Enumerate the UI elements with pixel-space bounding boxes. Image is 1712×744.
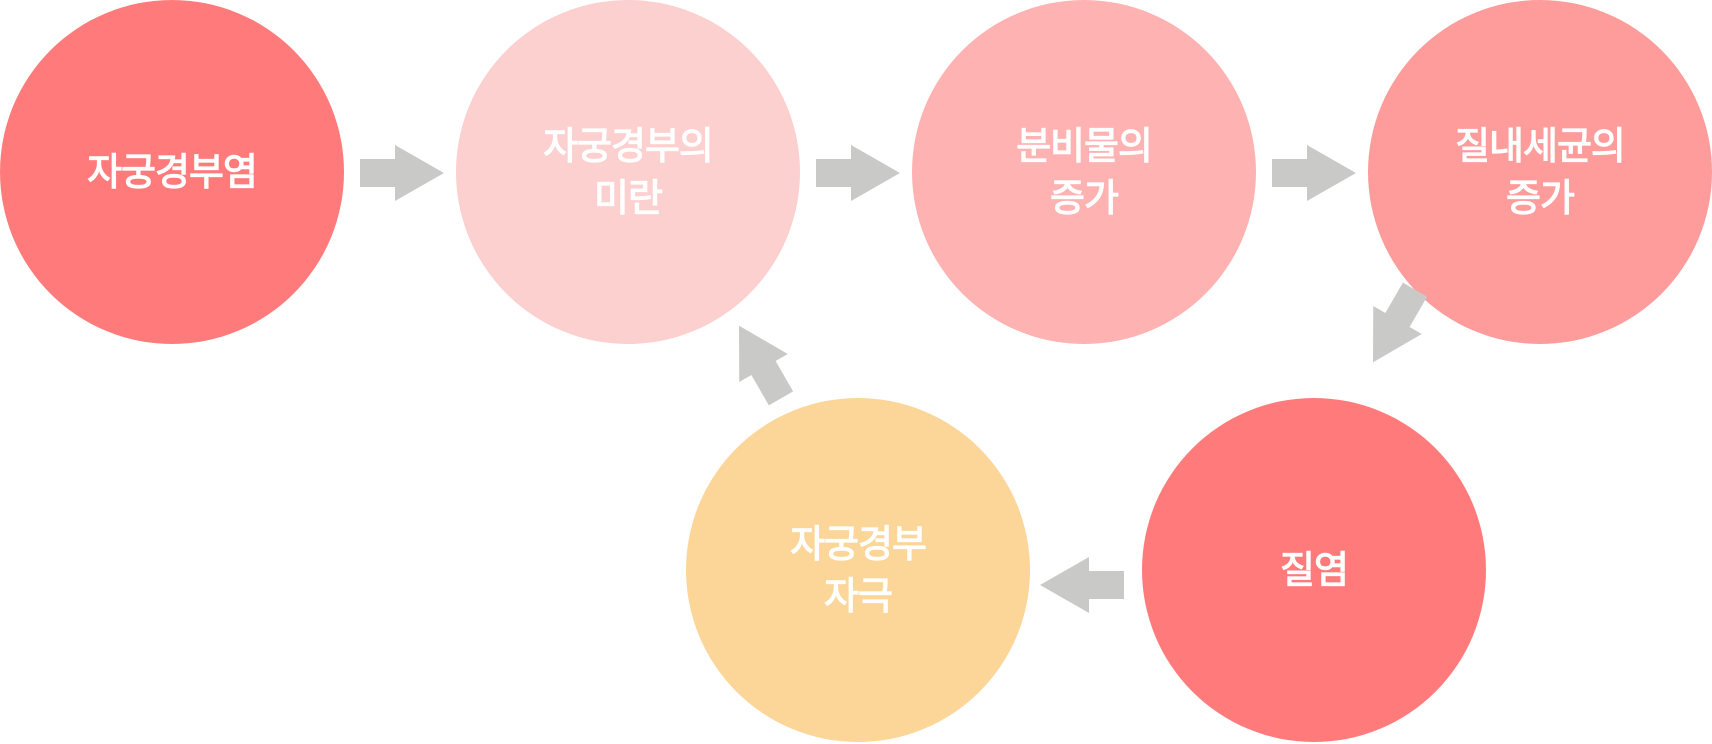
arrow-right-icon xyxy=(360,145,444,201)
node-label: 자궁경부 자극 xyxy=(790,522,927,618)
node-label: 질내세균의 증가 xyxy=(1455,124,1626,220)
node-label: 자궁경부염 xyxy=(87,150,258,194)
node-discharge-increase: 분비물의 증가 xyxy=(912,0,1256,344)
node-vaginal-bacteria-increase: 질내세균의 증가 xyxy=(1368,0,1712,344)
node-cervical-erosion: 자궁경부의 미란 xyxy=(456,0,800,344)
node-vaginitis: 질염 xyxy=(1142,398,1486,742)
arrow-right-icon xyxy=(816,145,900,201)
node-cervicitis: 자궁경부염 xyxy=(0,0,344,344)
node-label: 자궁경부의 미란 xyxy=(543,124,714,220)
arrow-right-icon xyxy=(1272,145,1356,201)
arrow-left-icon xyxy=(1040,557,1124,613)
node-cervical-irritation: 자궁경부 자극 xyxy=(686,398,1030,742)
node-label: 분비물의 증가 xyxy=(1016,124,1153,220)
arrow-up-left-icon xyxy=(714,311,806,413)
node-label: 질염 xyxy=(1280,548,1349,592)
